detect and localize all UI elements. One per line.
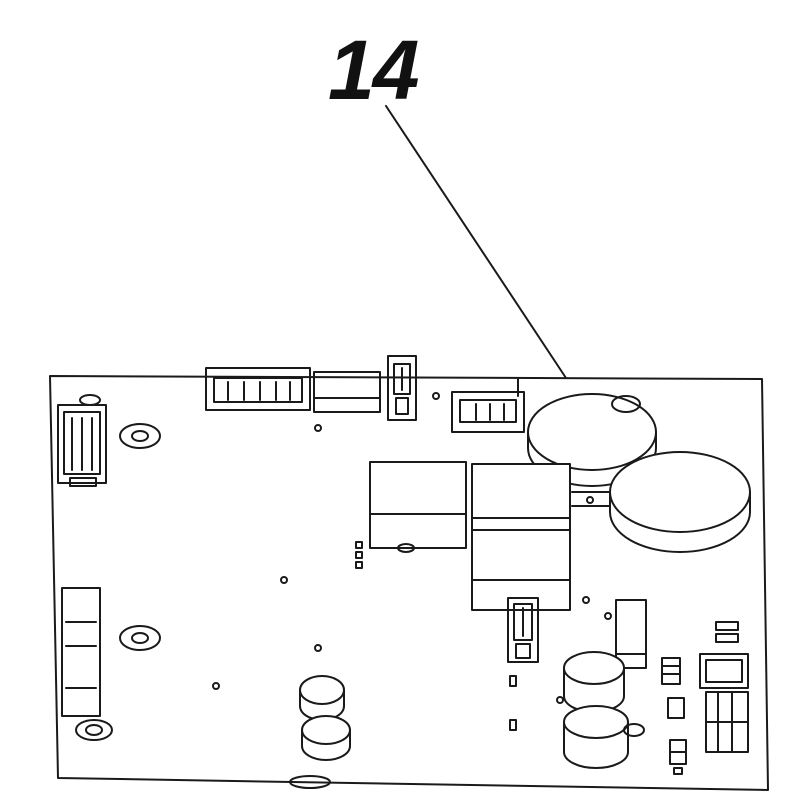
mounting-hole	[79, 394, 101, 406]
via-dot	[314, 644, 322, 652]
via-dot	[280, 576, 288, 584]
mounting-hole	[75, 719, 113, 741]
via-dot	[397, 543, 415, 553]
via-dot	[604, 612, 612, 620]
mounting-hole	[119, 423, 161, 449]
regulator-cluster	[699, 621, 749, 753]
mounting-hole	[611, 395, 641, 413]
via-dot	[582, 596, 590, 604]
via-dot	[556, 696, 564, 704]
capacitor-medium-2	[563, 705, 629, 769]
pcb-board-outline	[49, 375, 769, 791]
via-dot	[212, 682, 220, 690]
via-dot	[586, 496, 594, 504]
component-box-top	[313, 371, 381, 413]
via-dot	[314, 424, 322, 432]
connector-top-left	[57, 404, 107, 487]
connector-left-side	[61, 587, 101, 717]
transformer-block-right	[471, 463, 571, 611]
mounting-hole	[119, 625, 161, 651]
transistor-group	[661, 657, 687, 775]
connector-top-5pin	[205, 367, 311, 411]
smd-pad	[509, 675, 517, 687]
leader-line	[385, 105, 567, 379]
via-dot	[432, 392, 440, 400]
capacitor-small-1	[299, 675, 345, 721]
mounting-hole	[623, 723, 645, 737]
callout-number: 14	[328, 23, 419, 117]
connector-small-vertical	[387, 355, 417, 421]
component-box-right	[615, 599, 647, 669]
connector-3pin	[451, 391, 525, 433]
transformer-block-left	[369, 461, 467, 549]
smd-pad	[509, 719, 517, 731]
capacitor-small-2	[301, 715, 351, 761]
board-foot	[289, 775, 331, 789]
connector-small-lower	[507, 597, 539, 663]
resistor-stack	[355, 541, 363, 569]
